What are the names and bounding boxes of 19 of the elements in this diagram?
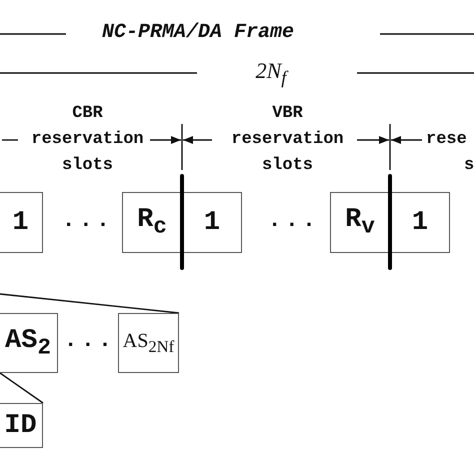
slot-group-label: s <box>464 155 474 177</box>
ellipsis: ... <box>268 208 318 234</box>
ellipsis: ... <box>64 328 110 354</box>
slot-box: 1 <box>390 192 450 253</box>
slot-box: 1 <box>182 192 242 253</box>
expansion-line <box>0 372 44 404</box>
slot-box: ID <box>0 403 43 448</box>
ellipsis: ... <box>62 208 112 234</box>
slot-box: R$_{v}$ <box>330 192 390 253</box>
frame-title: NC-PRMA/DA Frame <box>102 21 294 44</box>
slot-group-label: VBR reservation slots <box>230 103 345 177</box>
expansion-line <box>0 293 180 314</box>
slot-box: R$_{c}$ <box>122 192 182 253</box>
slot-box: 1 <box>0 192 43 253</box>
slot-box: AS$_{2}$ <box>0 313 58 373</box>
slot-group-label: CBR reservation slots <box>30 103 145 177</box>
slot-group-label: rese <box>426 129 468 151</box>
dimension-label: 2N$_{f}$ <box>254 58 290 90</box>
slot-box: AS$_{2Nf}$ <box>118 313 179 373</box>
